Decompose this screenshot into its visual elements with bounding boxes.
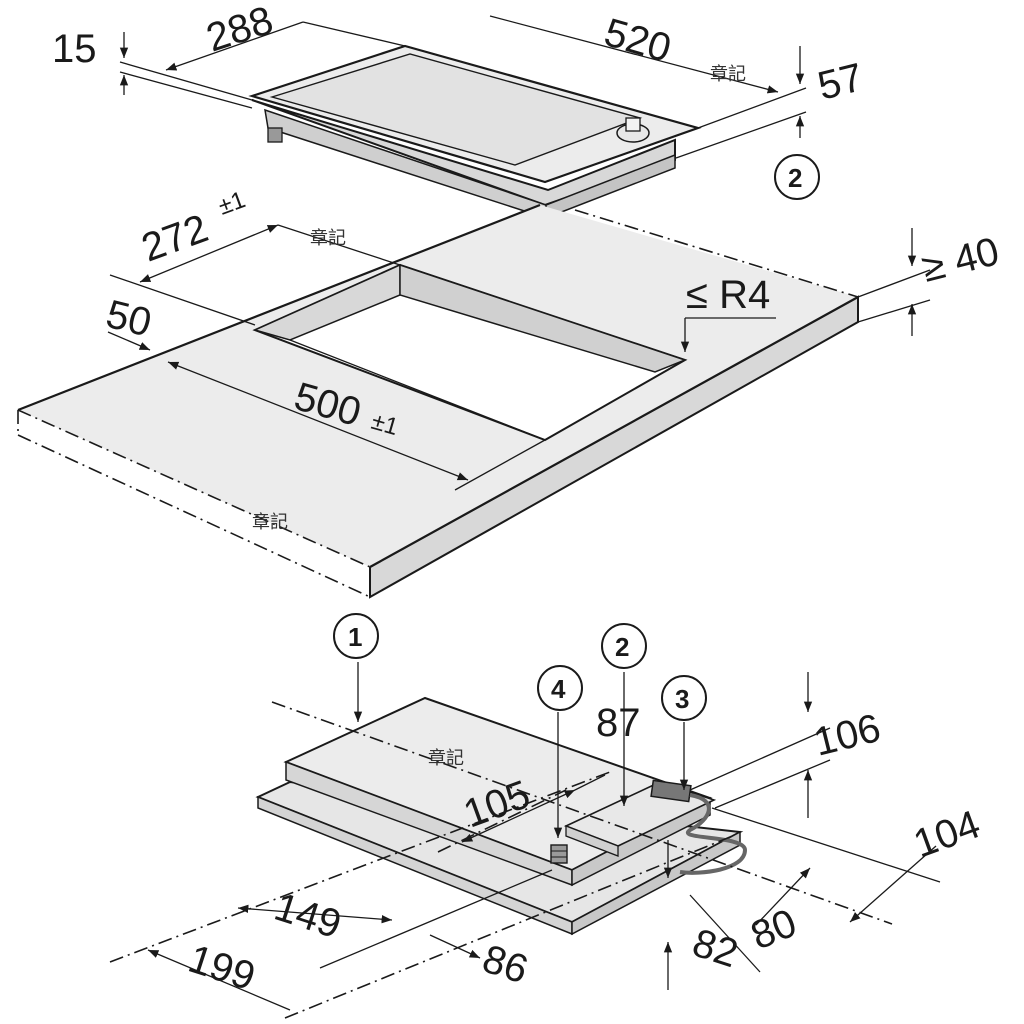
dim-80: 80 bbox=[745, 901, 803, 958]
dim-87: 87 bbox=[596, 701, 641, 745]
dim-199: 199 bbox=[183, 937, 260, 999]
callout-1: 1 bbox=[333, 613, 379, 659]
dim-top-thickness: 15 bbox=[52, 27, 97, 71]
callout-2-top: 2 bbox=[774, 154, 820, 200]
callout-3: 3 bbox=[661, 675, 707, 721]
adjustable-foot-icon bbox=[550, 844, 568, 864]
svg-text:2: 2 bbox=[615, 632, 629, 662]
dim-appliance-width: 288 bbox=[201, 0, 278, 61]
power-cable bbox=[679, 793, 748, 875]
svg-text:2: 2 bbox=[788, 163, 802, 193]
svg-text:3: 3 bbox=[675, 684, 689, 714]
dim-front-offset: 50 bbox=[102, 292, 156, 345]
dim-82: 82 bbox=[687, 921, 743, 977]
watermark-1: 章記 bbox=[710, 64, 746, 85]
watermark-2: 章記 bbox=[310, 228, 346, 249]
appliance-top-view: 15 288 520 57 章記 2 bbox=[52, 0, 868, 220]
dim-cutout-width-tol: ±1 bbox=[215, 186, 249, 220]
dim-appliance-depth: 520 bbox=[600, 10, 676, 71]
watermark-4: 章記 bbox=[428, 748, 464, 769]
callout-4: 4 bbox=[537, 665, 583, 711]
dim-86: 86 bbox=[477, 937, 533, 993]
dim-cutout-width: 272 bbox=[136, 206, 214, 270]
svg-text:4: 4 bbox=[551, 674, 566, 704]
appliance-foot bbox=[267, 127, 283, 143]
dim-worktop-thickness: ≥ 40 bbox=[918, 229, 1004, 290]
callout-2-bottom: 2 bbox=[601, 623, 647, 669]
appliance-underside-view: 106 104 87 105 80 82 86 149 199 章記 1 2 3… bbox=[109, 613, 986, 1019]
dim-corner-radius: ≤ R4 bbox=[686, 273, 770, 317]
watermark-3: 章記 bbox=[252, 512, 288, 533]
dim-overall-height: 57 bbox=[814, 55, 868, 108]
worktop: 272 ±1 50 500 ±1 ≤ R4 ≥ 40 章記 章記 bbox=[17, 186, 1004, 599]
svg-text:1: 1 bbox=[348, 622, 362, 652]
dim-box-height: 106 bbox=[810, 706, 885, 765]
dim-149: 149 bbox=[269, 885, 346, 947]
dim-104: 104 bbox=[908, 802, 986, 866]
